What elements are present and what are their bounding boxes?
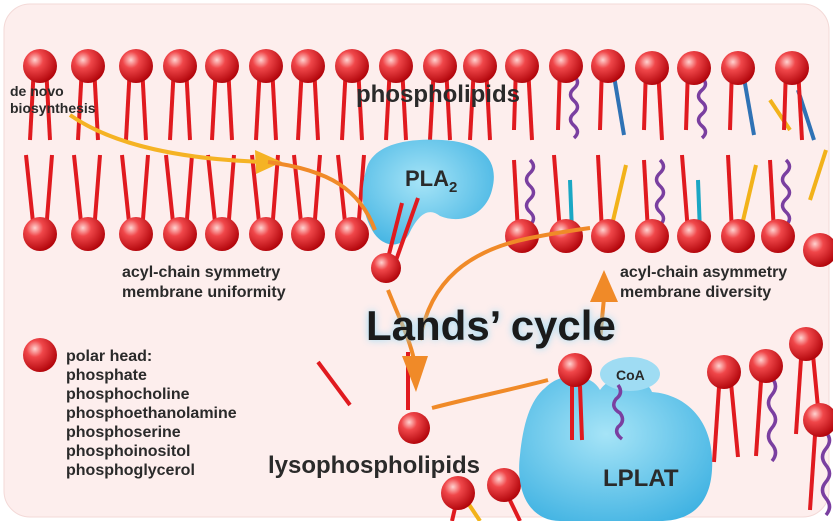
polar-head [505, 49, 539, 83]
polar-head [23, 217, 57, 251]
polar-head [119, 217, 153, 251]
polar-head [487, 468, 521, 502]
polar-head [635, 219, 669, 253]
lysophospholipids-label: lysophospholipids [268, 452, 480, 479]
polar-head-legend-icon [23, 338, 57, 372]
polar-head [591, 49, 625, 83]
polar-head [591, 219, 625, 253]
polar-head [291, 49, 325, 83]
polar-head [379, 49, 413, 83]
polar-head [549, 49, 583, 83]
polar-head [335, 49, 369, 83]
polar-head [249, 49, 283, 83]
polar-head [721, 219, 755, 253]
polar-head [71, 217, 105, 251]
asymmetry-label-2: membrane diversity [620, 284, 771, 301]
polar-head [335, 217, 369, 251]
legend-item: phosphoglycerol [66, 462, 195, 479]
legend-item: phosphoserine [66, 424, 181, 441]
polar-head [721, 51, 755, 85]
polar-head [119, 49, 153, 83]
polar-head [163, 49, 197, 83]
polar-head [775, 51, 809, 85]
polar-head [549, 219, 583, 253]
polar-head [441, 476, 475, 510]
legend-item: phosphoethanolamine [66, 405, 237, 422]
polar-head [677, 51, 711, 85]
coa-label: CoA [616, 367, 645, 383]
polar-head [761, 219, 795, 253]
lands-cycle-title: Lands’ cycle [366, 302, 616, 349]
phospholipids-label: phospholipids [356, 81, 520, 108]
polar-head [291, 217, 325, 251]
polar-head [463, 49, 497, 83]
polar-head [205, 49, 239, 83]
legend-item: phosphate [66, 367, 147, 384]
polar-head [707, 355, 741, 389]
legend-item: phosphocholine [66, 386, 190, 403]
polar-head [423, 49, 457, 83]
de-novo-label-1: de novo [10, 83, 64, 99]
asymmetry-label-1: acyl-chain asymmetry [620, 264, 787, 281]
symmetry-label-2: membrane uniformity [122, 284, 286, 301]
polar-head [749, 349, 783, 383]
polar-head [789, 327, 823, 361]
lplat-label: LPLAT [603, 465, 679, 492]
de-novo-label-2: biosynthesis [10, 100, 96, 116]
polar-head [71, 49, 105, 83]
legend-title: polar head: [66, 348, 152, 365]
polar-head [635, 51, 669, 85]
polar-head [205, 217, 239, 251]
legend-item: phosphoinositol [66, 443, 190, 460]
polar-head [163, 217, 197, 251]
polar-head [249, 217, 283, 251]
symmetry-label-1: acyl-chain symmetry [122, 264, 280, 281]
polar-head [677, 219, 711, 253]
polar-head [23, 49, 57, 83]
